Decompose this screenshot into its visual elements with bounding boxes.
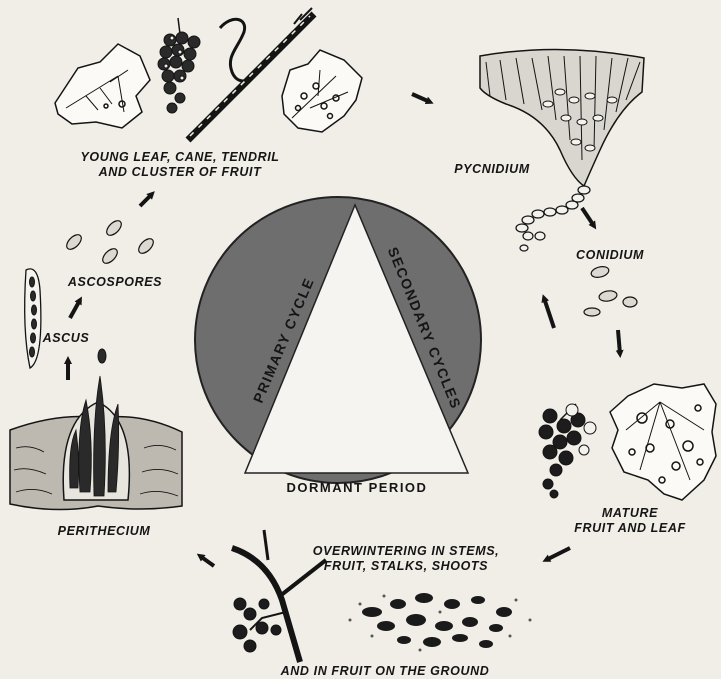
overwintering-label-line2: FRUIT, STALKS, SHOOTS [296,559,516,574]
mature-label-line2: FRUIT AND LEAF [560,521,700,536]
pycnidium-label: PYCNIDIUM [442,162,542,177]
young-growth-label-line2: AND CLUSTER OF FRUIT [60,165,300,180]
mature-fruit-leaf-label: MATURE FRUIT AND LEAF [560,506,700,536]
young-growth-label-line1: YOUNG LEAF, CANE, TENDRIL [60,150,300,165]
mature-leaf-illustration [610,384,716,500]
fruit-cluster-illustration [158,18,200,113]
ascospores-label: ASCOSPORES [60,275,170,290]
arrow-to-perithecium [200,556,214,566]
tendril-illustration [220,19,250,81]
arrow-to-pycnidium-return [544,298,554,328]
arrow-to-ascospores [70,300,80,318]
ascospores-illustration [64,218,156,266]
ascus-illustration [25,269,41,368]
conidium-spores [584,265,637,316]
cycle-disc: PRIMARY CYCLE SECONDARY CYCLES DORMANT P… [195,197,481,495]
spotted-leaf-illustration [282,50,362,132]
arrow-to-mature [618,330,620,354]
arrow-to-conidium [582,208,594,226]
arrow-to-pycnidium [412,94,430,102]
overwintering-label: OVERWINTERING IN STEMS, FRUIT, STALKS, S… [296,544,516,574]
young-growth-label: YOUNG LEAF, CANE, TENDRIL AND CLUSTER OF… [60,150,300,180]
ascus-label: ASCUS [36,331,96,346]
ground-fruit-label: AND IN FRUIT ON THE GROUND [255,664,515,679]
ground-fruit-illustration [349,593,532,652]
overwintering-label-line1: OVERWINTERING IN STEMS, [296,544,516,559]
pycnidium-illustration [480,49,644,251]
young-leaf-illustration [55,44,150,128]
arrow-to-young-leaf [140,194,152,206]
arrow-to-overwintering [546,548,570,560]
conidium-label: CONIDIUM [560,248,660,263]
perithecium-label: PERITHECIUM [44,524,164,539]
mature-fruit-illustration [539,404,596,498]
mature-label-line1: MATURE [560,506,700,521]
perithecium-illustration [10,349,182,510]
dormant-period-label: DORMANT PERIOD [287,480,428,495]
